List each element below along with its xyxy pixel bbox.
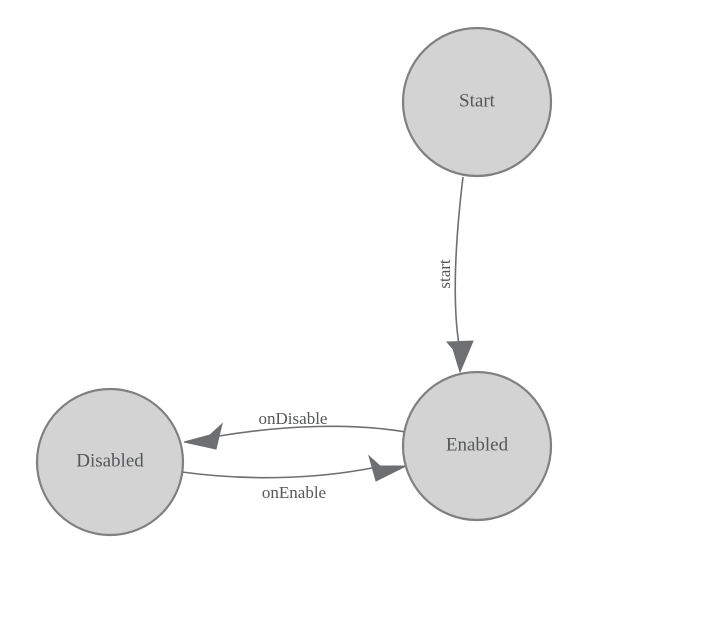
edge-label-onenable: onEnable [262, 483, 326, 502]
arrowhead-into-disabled [183, 422, 223, 450]
node-disabled-label: Disabled [76, 450, 144, 471]
arrowhead-into-enabled-from-start [445, 340, 474, 374]
node-enabled[interactable]: Enabled [401, 370, 553, 522]
node-start-label: Start [459, 90, 496, 111]
edge-path-enabled-to-disabled [218, 425, 407, 437]
node-enabled-label: Enabled [446, 434, 509, 455]
node-start[interactable]: Start [401, 26, 553, 178]
edge-path-disabled-to-enabled [181, 467, 373, 479]
edge-label-start: start [435, 259, 454, 289]
node-start-circle [401, 26, 553, 178]
node-disabled[interactable]: Disabled [35, 387, 185, 537]
edge-disabled-to-enabled[interactable]: onEnable [181, 454, 407, 502]
edge-start-to-enabled[interactable]: start [435, 176, 474, 374]
node-enabled-circle [401, 370, 553, 522]
edge-path-start-to-enabled [454, 176, 464, 346]
edge-label-ondisable: onDisable [259, 409, 328, 428]
node-disabled-circle [35, 387, 185, 537]
arrowhead-into-enabled-from-disabled [368, 454, 407, 482]
edge-enabled-to-disabled[interactable]: onDisable [183, 409, 407, 450]
